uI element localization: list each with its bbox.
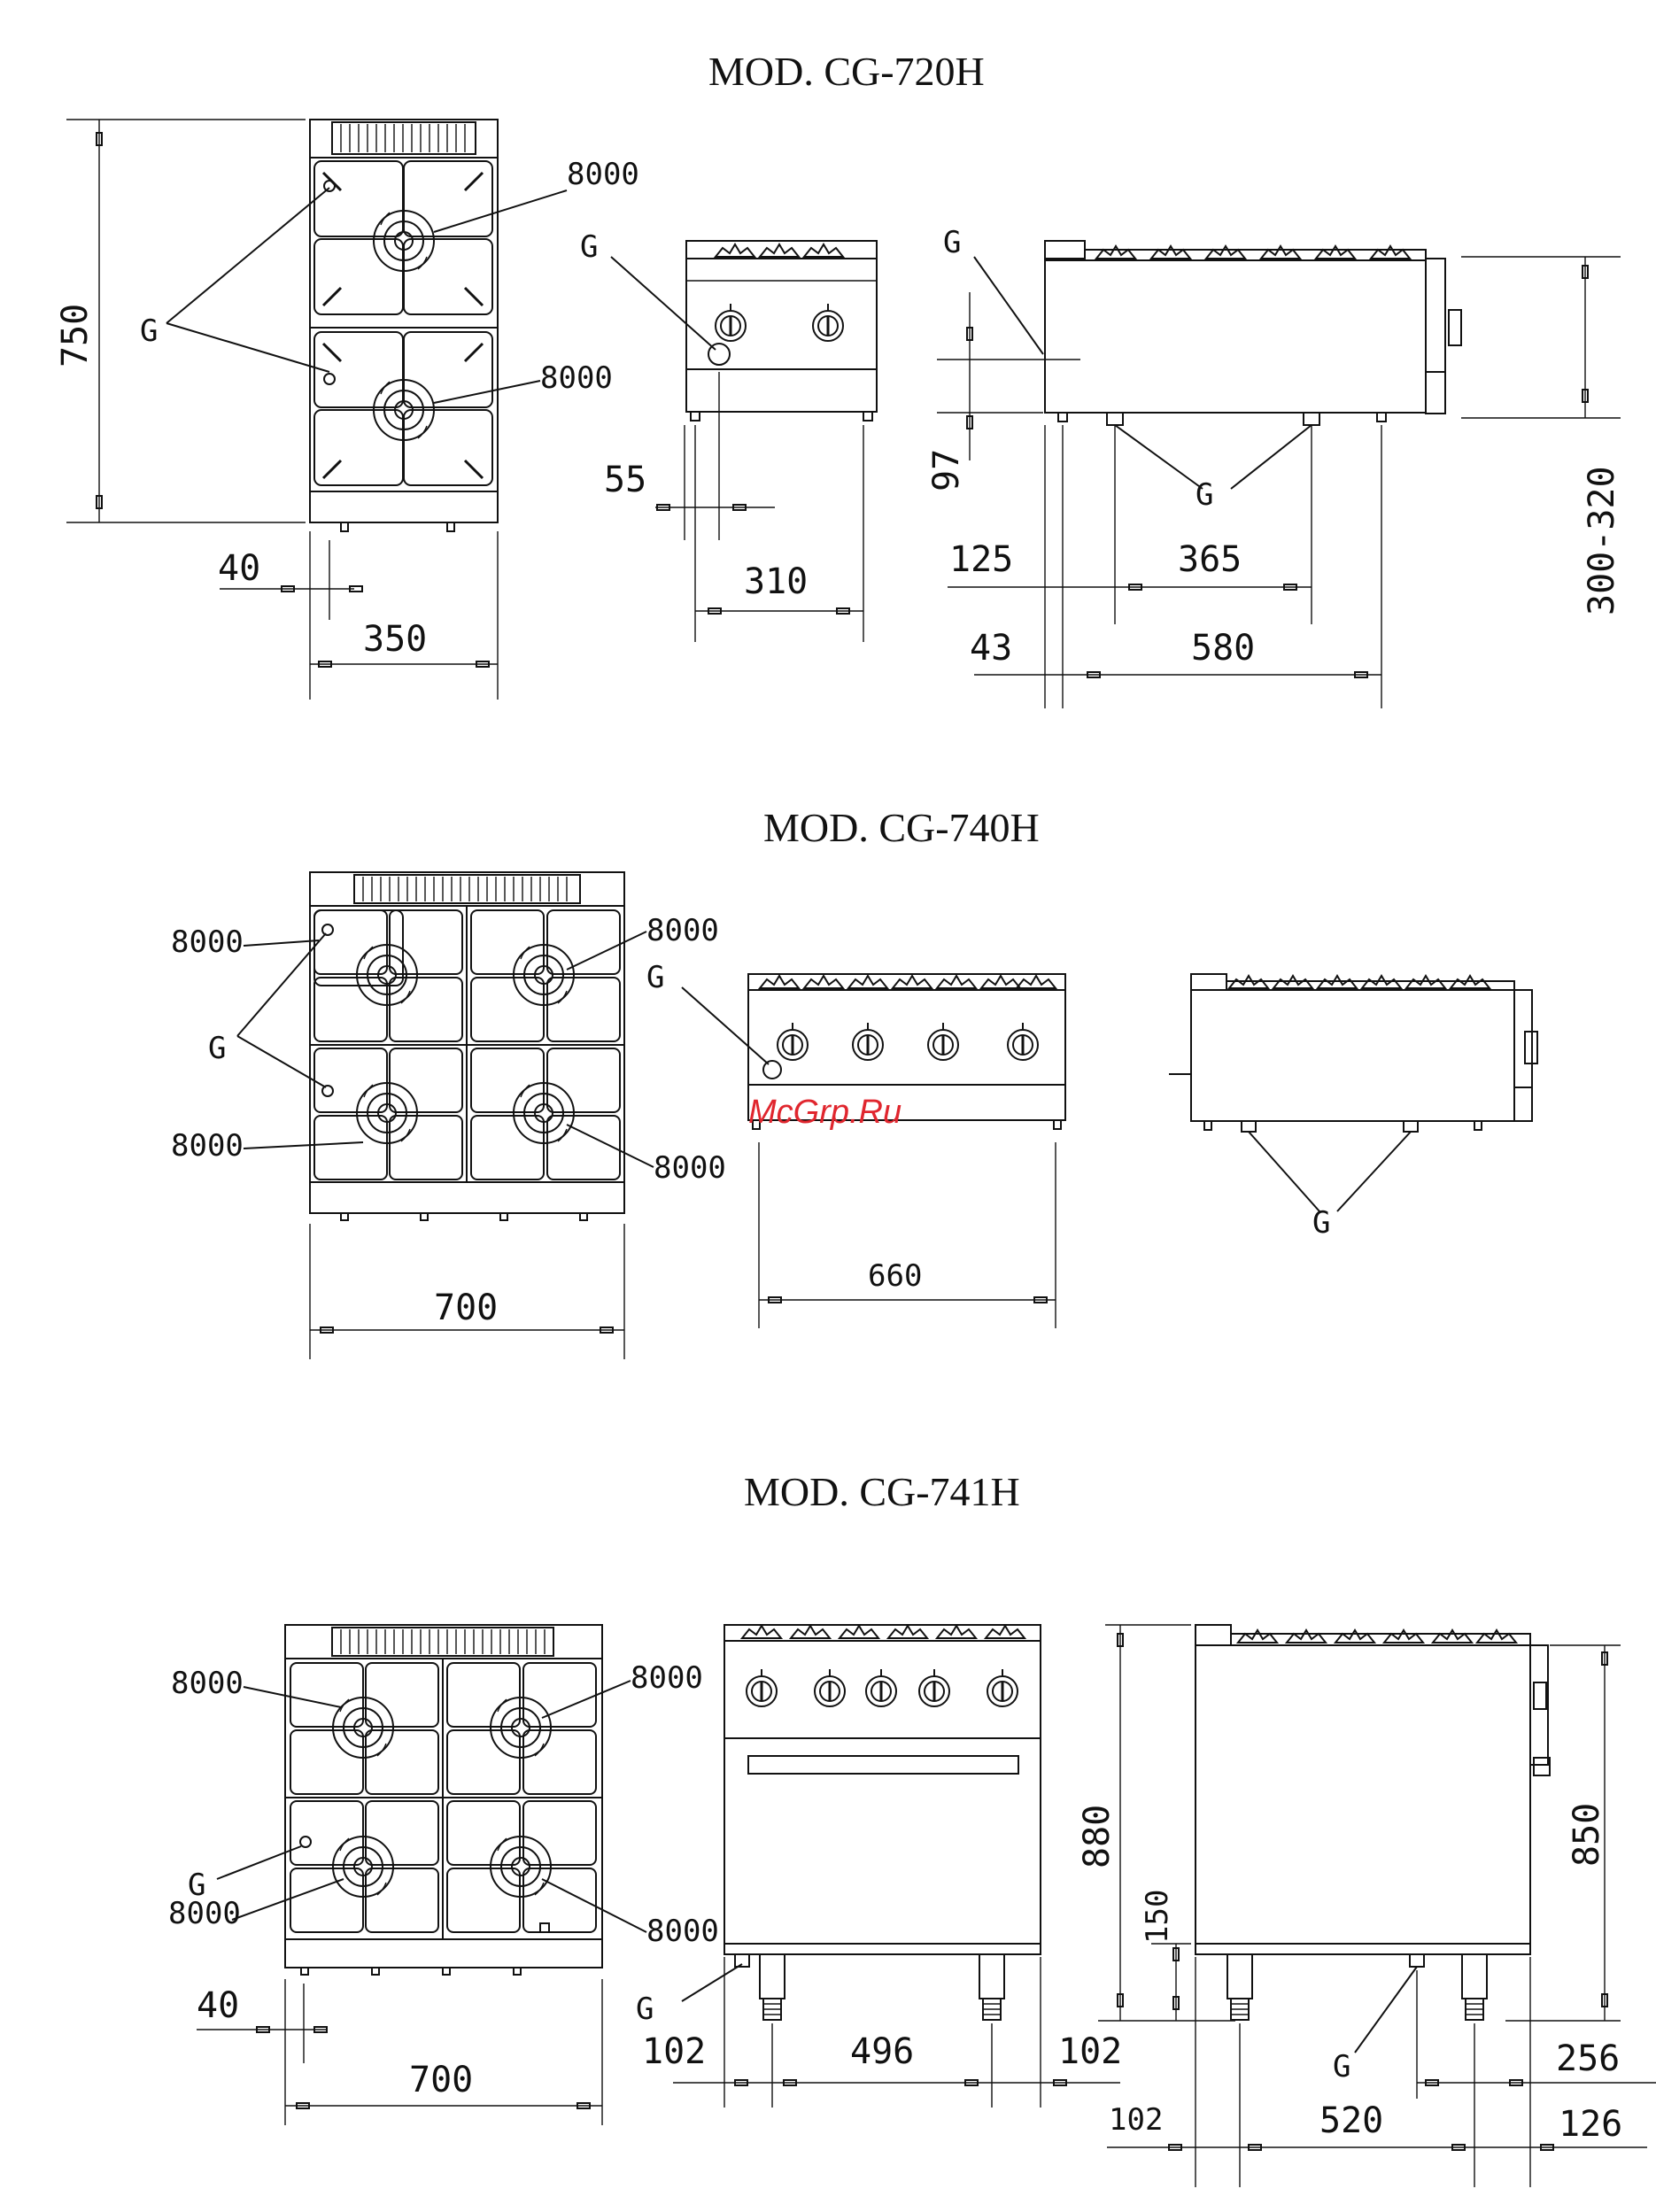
front-view: G: [580, 229, 877, 421]
model-cg-741h: MOD. CG-741H: [168, 1469, 1656, 2187]
model-title: MOD. CG-740H: [763, 805, 1040, 850]
watermark: McGrp.Ru: [748, 1094, 902, 1131]
burner-rating-label: 8000: [171, 1666, 244, 1701]
side-left-dimension: 102: [1109, 2102, 1163, 2138]
top-view: 8000 8000 8000 8000 G: [168, 1625, 719, 1975]
burner-rating-label: 8000: [171, 1128, 244, 1164]
front-left-dimension: 102: [642, 2031, 706, 2072]
gas-inlet-label: G: [1333, 2049, 1350, 2084]
side-gas-span-dimension: 365: [1178, 539, 1242, 580]
top-height-dimension: 850: [1567, 1803, 1607, 1867]
edge-offset-dimension: 40: [218, 548, 260, 589]
side-height-dimension: 97: [926, 449, 967, 491]
width-dimension: 700: [409, 2060, 473, 2100]
gas-inlet-label: G: [1196, 477, 1213, 513]
front-view-dimensions: 102 496 102: [642, 1957, 1122, 2108]
side-view: G G: [943, 225, 1461, 513]
top-view: 8000 8000 G: [140, 120, 639, 531]
side-view-dimensions: 880 150 850 256 102: [1077, 1625, 1656, 2187]
side-view: G: [1196, 1625, 1550, 2084]
gas-inlet-label: G: [646, 960, 664, 995]
front-view-dimensions: 660: [759, 1142, 1056, 1328]
width-dimension: 700: [434, 1288, 498, 1328]
gas-inlet-label: G: [636, 1992, 654, 2027]
front-right-dimension: 102: [1058, 2031, 1122, 2072]
height-range-dimension: 300-320: [1582, 466, 1622, 615]
side-front-offset-dimension: 43: [970, 628, 1012, 669]
model-cg-720h: MOD. CG-720H: [55, 49, 1622, 708]
burner-rating-label: 8000: [631, 1660, 703, 1696]
side-gas-offset-dimension: 125: [949, 539, 1013, 580]
front-leg-offset-dimension: 55: [604, 460, 646, 500]
burner-rating-label: 8000: [171, 924, 244, 960]
model-title: MOD. CG-741H: [744, 1469, 1020, 1514]
gas-inlet-label: G: [188, 1868, 205, 1903]
burner-rating-label: 8000: [646, 1914, 719, 1949]
top-view-dimensions: 700: [310, 1224, 624, 1359]
gas-inlet-label: G: [580, 229, 598, 265]
model-cg-740h: MOD. CG-740H: [171, 805, 1537, 1359]
model-title: MOD. CG-720H: [708, 49, 985, 94]
side-leg-span-dimension: 580: [1191, 628, 1255, 669]
burner-rating-label: 8000: [567, 157, 639, 192]
burner-rating-label: 8000: [540, 360, 613, 396]
side-right-dimension: 126: [1559, 2104, 1622, 2145]
leg-height-dimension: 150: [1140, 1890, 1175, 1944]
top-view: 8000 8000 8000 8000 G: [171, 872, 726, 1220]
side-view-dimensions: 97 125 365 43 580 300-320: [926, 257, 1622, 708]
side-back-dimension: 256: [1556, 2038, 1620, 2079]
front-leg-span-dimension: 310: [744, 561, 808, 602]
edge-offset-dimension: 40: [197, 1985, 239, 2026]
side-span-dimension: 520: [1319, 2100, 1383, 2141]
width-dimension: 350: [363, 619, 427, 660]
total-height-dimension: 880: [1077, 1805, 1118, 1868]
gas-inlet-label: G: [1312, 1205, 1330, 1241]
gas-inlet-label: G: [140, 313, 158, 349]
front-span-dimension: 496: [850, 2031, 914, 2072]
depth-dimension: 750: [55, 304, 96, 367]
burner-rating-label: 8000: [646, 913, 719, 948]
side-view: G: [1169, 974, 1537, 1241]
burner-rating-label: 8000: [654, 1150, 726, 1186]
top-view-dimensions: 40 700: [197, 1979, 602, 2125]
gas-inlet-label: G: [208, 1031, 226, 1066]
front-view: G McGrp.Ru: [646, 960, 1065, 1131]
gas-inlet-label: G: [943, 225, 961, 260]
front-leg-span-dimension: 660: [868, 1258, 922, 1294]
